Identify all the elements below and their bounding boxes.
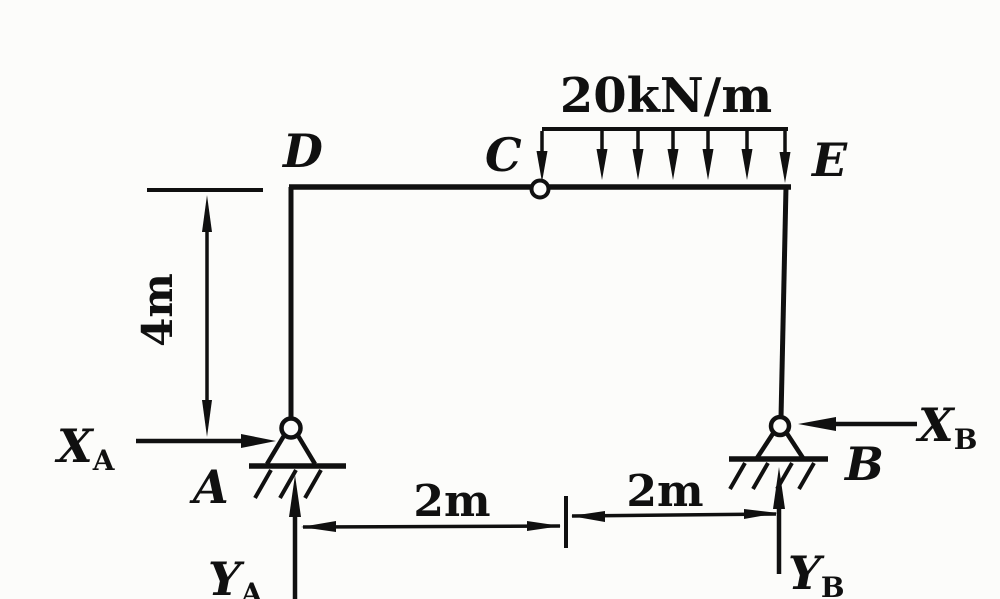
node-label-b: B (843, 437, 884, 491)
dimension-span-left-label: 2m (413, 476, 490, 527)
distributed-load: 20kN/m (536, 68, 791, 183)
hinge-c-icon (529, 178, 551, 200)
arrow-up-icon (773, 467, 785, 509)
arrow-up-icon (202, 195, 212, 232)
load-arrow-icon (596, 131, 608, 180)
node-label-a: A (189, 460, 229, 514)
force-label-xb: XB (915, 398, 977, 456)
load-arrow-icon (667, 131, 679, 180)
force-yb-vector (773, 467, 785, 574)
arrow-right-icon (241, 434, 276, 448)
dimension-height-label: 4m (133, 273, 182, 347)
frame-members (288, 184, 791, 419)
pin-support-b-icon (728, 414, 828, 490)
load-arrow-icon (702, 131, 714, 180)
node-label-e: E (810, 133, 848, 187)
arrow-right-icon (527, 521, 561, 531)
dimension-span-right-label: 2m (626, 466, 703, 517)
force-xb-vector (798, 417, 917, 431)
load-arrow-icon (632, 131, 644, 180)
force-ya-vector (289, 475, 301, 599)
arrow-right-icon (744, 509, 778, 519)
pin-a-circle (279, 416, 303, 440)
dimension-line-right (571, 512, 777, 518)
dimension-line-left (302, 524, 561, 529)
force-xa-vector (136, 434, 276, 448)
load-arrow-icon (741, 131, 753, 180)
arrow-left-icon (798, 417, 836, 431)
column-eb (778, 186, 789, 419)
load-arrow-icon (536, 131, 548, 182)
dimension-height: 4m (133, 188, 263, 437)
node-label-d: D (281, 124, 323, 178)
load-intensity-label: 20kN/m (560, 68, 772, 124)
force-label-ya: YA (208, 552, 264, 599)
node-label-c: C (485, 128, 522, 182)
arrow-down-icon (202, 400, 212, 437)
pin-b-circle (768, 414, 792, 438)
pin-support-a-icon (249, 416, 346, 499)
load-arrow-icon (779, 131, 791, 183)
dimension-spans: 2m 2m (301, 466, 778, 548)
arrow-up-icon (289, 475, 301, 517)
force-label-xa: XA (54, 419, 116, 477)
arrow-left-icon (571, 511, 605, 522)
force-label-yb: YB (788, 546, 845, 599)
arrow-left-icon (301, 521, 336, 532)
